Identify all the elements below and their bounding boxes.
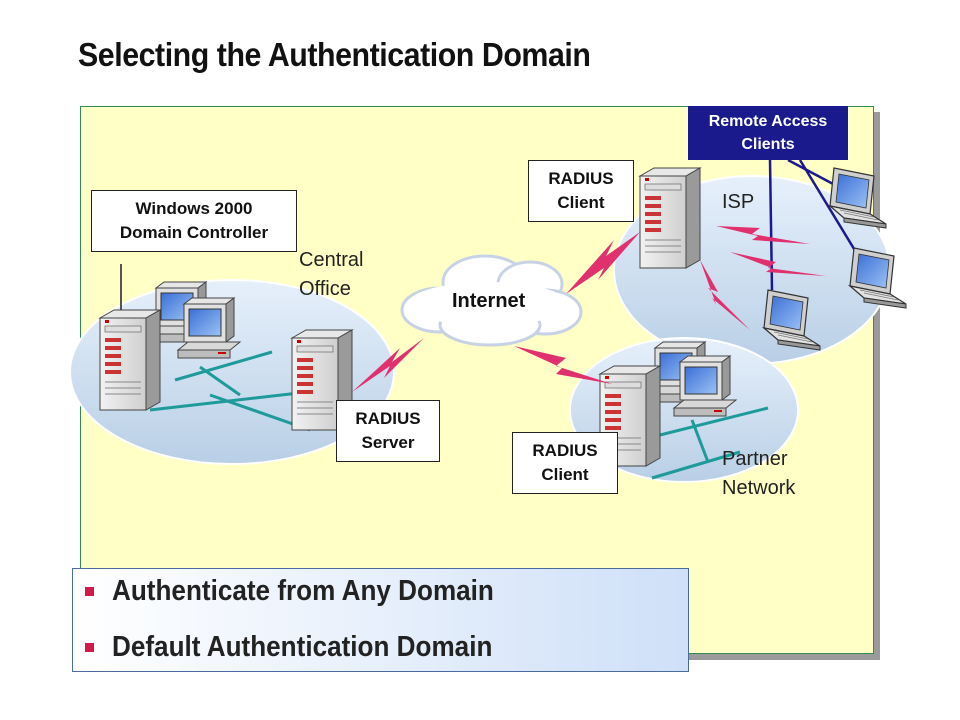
partner-network-label: Partner Network: [722, 448, 796, 499]
partner-network-lines: [639, 406, 769, 480]
bullet-item: Authenticate from Any Domain: [85, 575, 536, 608]
lightning-icon: [352, 226, 826, 392]
radius-client-partner-label: RADIUS Client: [512, 432, 618, 494]
workstation-icon: [177, 297, 241, 359]
domain-controller-label: Windows 2000 Domain Controller: [91, 190, 297, 252]
server-icon: [99, 309, 161, 411]
isp-label: ISP: [722, 191, 755, 213]
radius-client-isp-label: RADIUS Client: [528, 160, 634, 222]
workstation-icon: [673, 355, 737, 417]
bullet-item: Default Authentication Domain: [85, 631, 535, 664]
remote-access-lines: [768, 158, 864, 291]
internet-label: Internet: [452, 290, 526, 312]
bullet-box: Authenticate from Any Domain Default Aut…: [72, 568, 689, 672]
page-title: Selecting the Authentication Domain: [78, 36, 591, 73]
central-office-label: Central Office: [299, 249, 364, 300]
radius-server-label: RADIUS Server: [336, 400, 440, 462]
bullet-icon: [85, 587, 94, 596]
bullet-icon: [85, 643, 94, 652]
remote-access-clients-label: Remote Access Clients: [688, 106, 848, 160]
server-icon: [639, 167, 701, 269]
